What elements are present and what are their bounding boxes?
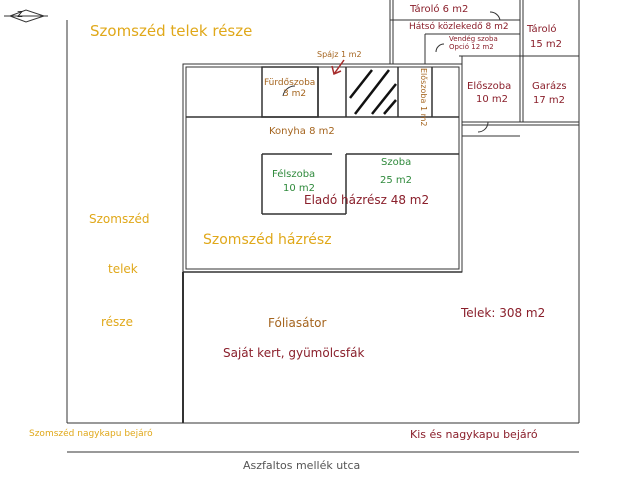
room-label-2: 25 m2	[380, 175, 413, 186]
storage-right-label-2: 15 m2	[530, 39, 563, 50]
room-label-1: Szoba	[381, 157, 412, 168]
half-room-label-1: Félszoba	[272, 169, 316, 180]
hall-label-1: Előszoba	[467, 81, 512, 92]
kitchen-label: Konyha 8 m2	[269, 126, 335, 137]
neighbor-plot-top-label: Szomszéd telek része	[90, 22, 253, 40]
small-hall-label: Előszoba 1 m2	[419, 68, 428, 127]
gates-label: Kis és nagykapu bejáró	[410, 428, 538, 441]
foil-tent-label: Fóliasátor	[268, 316, 327, 330]
neighbor-gate-label: Szomszéd nagykapu bejáró	[29, 429, 153, 439]
neighbor-plot-left-label-2: telek	[108, 262, 138, 276]
pantry-label: Spájz 1 m2	[317, 50, 362, 59]
storage-right-label-1: Tároló	[527, 24, 557, 35]
neighbor-plot-left-label-1: Szomszéd	[89, 212, 150, 226]
outbuilding-walls	[389, 0, 579, 144]
guest-room-label-1: Vendég szoba	[449, 35, 498, 43]
street-label: Aszfaltos mellék utca	[243, 459, 361, 472]
compass-icon	[4, 9, 48, 23]
half-room-label-2: 10 m2	[283, 183, 316, 194]
neighbor-plot-left-label-3: része	[101, 315, 133, 329]
house-walls	[182, 63, 463, 273]
plot-size-label: Telek: 308 m2	[461, 306, 546, 320]
interior-walls	[186, 66, 459, 215]
garage-label-2: 17 m2	[533, 95, 566, 106]
back-corridor-label: Hátsó közlekedő 8 m2	[409, 22, 509, 32]
bathroom-label-2: 3 m2	[283, 89, 307, 99]
arrow-icon	[331, 59, 345, 76]
storage-small-label: Tároló 6 m2	[410, 4, 469, 15]
stair-hatching	[349, 69, 397, 115]
hall-label-2: 10 m2	[476, 94, 509, 105]
garage-label-1: Garázs	[532, 81, 567, 92]
door-swings	[282, 11, 501, 133]
guest-room-label-2: Opció 12 m2	[449, 43, 494, 51]
own-garden-label: Saját kert, gyümölcsfák	[223, 346, 365, 360]
neighbor-house-part-label: Szomszéd házrész	[203, 232, 332, 248]
for-sale-part-label: Eladó házrész 48 m2	[304, 193, 430, 207]
bathroom-label-1: Fürdőszoba	[264, 78, 316, 88]
compass-letter: z	[17, 7, 23, 20]
